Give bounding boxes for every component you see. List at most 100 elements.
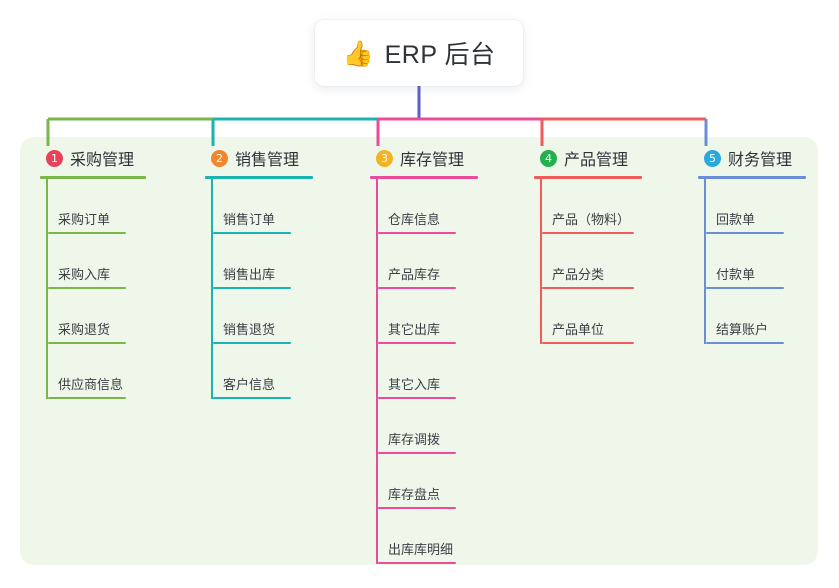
branch-header-4[interactable]: 4 产品管理 bbox=[534, 146, 684, 170]
leaf-label: 回款单 bbox=[716, 212, 756, 227]
leaf-label: 供应商信息 bbox=[58, 377, 124, 392]
leaf-label: 付款单 bbox=[716, 267, 756, 282]
branch-underline bbox=[205, 176, 313, 179]
leaf-node[interactable]: 回款单 bbox=[700, 179, 839, 234]
branch-2: 2 销售管理销售订单销售出库销售退货客户信息 bbox=[205, 146, 355, 399]
branch-4: 4 产品管理产品（物料） 产品分类产品单位 bbox=[534, 146, 684, 344]
branch-number-badge: 1 bbox=[46, 149, 63, 167]
leaf-label: 产品（物料） bbox=[552, 212, 631, 227]
leaf-label: 产品库存 bbox=[388, 267, 441, 282]
leaf-underline bbox=[378, 507, 456, 509]
branch-underline bbox=[370, 176, 478, 179]
leaf-node[interactable]: 产品（物料） bbox=[536, 179, 684, 234]
leaf-list: 产品（物料） 产品分类产品单位 bbox=[534, 179, 684, 344]
leaf-node[interactable]: 产品分类 bbox=[536, 234, 684, 289]
leaf-underline bbox=[48, 397, 126, 399]
leaf-underline bbox=[542, 287, 634, 289]
branch-underline bbox=[40, 176, 146, 179]
leaf-node[interactable]: 出库库明细 bbox=[372, 509, 520, 564]
branch-number-badge: 3 bbox=[376, 149, 393, 167]
leaf-underline bbox=[542, 342, 634, 344]
leaf-label: 库存盘点 bbox=[388, 487, 441, 502]
branch-1: 1 采购管理采购订单采购入库采购退货供应商信息 bbox=[40, 146, 190, 399]
leaf-node[interactable]: 销售退货 bbox=[207, 289, 355, 344]
leaf-node[interactable]: 产品单位 bbox=[536, 289, 684, 344]
root-node[interactable]: 👍 ERP 后台 bbox=[315, 20, 523, 86]
branch-number-badge: 2 bbox=[211, 149, 228, 167]
leaf-node[interactable]: 采购入库 bbox=[42, 234, 190, 289]
leaf-label: 销售订单 bbox=[223, 212, 276, 227]
leaf-label: 产品分类 bbox=[552, 267, 605, 282]
leaf-underline bbox=[706, 342, 784, 344]
leaf-node[interactable]: 产品库存 bbox=[372, 234, 520, 289]
leaf-label: 其它入库 bbox=[388, 377, 441, 392]
leaf-node[interactable]: 其它入库 bbox=[372, 344, 520, 399]
branch-header-5[interactable]: 5 财务管理 bbox=[698, 146, 839, 170]
leaf-label: 销售出库 bbox=[223, 267, 276, 282]
leaf-underline bbox=[48, 342, 126, 344]
leaf-label: 采购入库 bbox=[58, 267, 111, 282]
leaf-node[interactable]: 供应商信息 bbox=[42, 344, 190, 399]
leaf-underline bbox=[706, 287, 784, 289]
branch-spine bbox=[46, 179, 48, 399]
branch-header-3[interactable]: 3 库存管理 bbox=[370, 146, 520, 170]
leaf-label: 采购订单 bbox=[58, 212, 111, 227]
leaf-underline bbox=[378, 562, 456, 564]
leaf-underline bbox=[378, 342, 456, 344]
leaf-list: 仓库信息产品库存其它出库其它入库库存调拨库存盘点出库库明细 bbox=[370, 179, 520, 564]
leaf-underline bbox=[378, 232, 456, 234]
leaf-underline bbox=[378, 397, 456, 399]
thumbs-up-icon: 👍 bbox=[342, 38, 374, 68]
branch-number-badge: 5 bbox=[704, 149, 721, 167]
leaf-underline bbox=[542, 232, 634, 234]
leaf-node[interactable]: 采购退货 bbox=[42, 289, 190, 344]
leaf-underline bbox=[48, 287, 126, 289]
leaf-label: 其它出库 bbox=[388, 322, 441, 337]
leaf-node[interactable]: 销售出库 bbox=[207, 234, 355, 289]
leaf-node[interactable]: 结算账户 bbox=[700, 289, 839, 344]
leaf-label: 库存调拨 bbox=[388, 432, 441, 447]
leaf-underline bbox=[706, 232, 784, 234]
diagram-background-panel bbox=[20, 137, 818, 565]
root-node-label: ERP 后台 bbox=[384, 41, 496, 69]
leaf-label: 出库库明细 bbox=[388, 542, 454, 557]
branch-5: 5 财务管理回款单付款单结算账户 bbox=[698, 146, 839, 344]
leaf-node[interactable]: 库存调拨 bbox=[372, 399, 520, 454]
branch-title: 销售管理 bbox=[235, 152, 300, 169]
leaf-node[interactable]: 仓库信息 bbox=[372, 179, 520, 234]
branch-title: 财务管理 bbox=[728, 152, 793, 169]
leaf-node[interactable]: 库存盘点 bbox=[372, 454, 520, 509]
leaf-node[interactable]: 采购订单 bbox=[42, 179, 190, 234]
leaf-label: 结算账户 bbox=[716, 322, 769, 337]
branch-spine bbox=[704, 179, 706, 344]
branch-underline bbox=[534, 176, 642, 179]
leaf-label: 产品单位 bbox=[552, 322, 605, 337]
leaf-underline bbox=[378, 287, 456, 289]
branch-title: 采购管理 bbox=[70, 152, 135, 169]
branch-title: 产品管理 bbox=[564, 152, 629, 169]
branch-underline bbox=[698, 176, 806, 179]
branch-number-badge: 4 bbox=[540, 149, 557, 167]
leaf-list: 销售订单销售出库销售退货客户信息 bbox=[205, 179, 355, 399]
branch-3: 3 库存管理仓库信息产品库存其它出库其它入库库存调拨库存盘点出库库明细 bbox=[370, 146, 520, 564]
leaf-underline bbox=[213, 232, 291, 234]
leaf-underline bbox=[213, 342, 291, 344]
branch-spine bbox=[211, 179, 213, 399]
leaf-underline bbox=[213, 397, 291, 399]
leaf-list: 采购订单采购入库采购退货供应商信息 bbox=[40, 179, 190, 399]
leaf-node[interactable]: 客户信息 bbox=[207, 344, 355, 399]
leaf-underline bbox=[213, 287, 291, 289]
leaf-underline bbox=[48, 232, 126, 234]
branch-header-1[interactable]: 1 采购管理 bbox=[40, 146, 190, 170]
branch-spine bbox=[540, 179, 542, 344]
leaf-label: 销售退货 bbox=[223, 322, 276, 337]
leaf-label: 采购退货 bbox=[58, 322, 111, 337]
branch-spine bbox=[376, 179, 378, 564]
leaf-node[interactable]: 付款单 bbox=[700, 234, 839, 289]
leaf-node[interactable]: 销售订单 bbox=[207, 179, 355, 234]
leaf-label: 客户信息 bbox=[223, 377, 276, 392]
branch-title: 库存管理 bbox=[400, 152, 465, 169]
leaf-node[interactable]: 其它出库 bbox=[372, 289, 520, 344]
branch-header-2[interactable]: 2 销售管理 bbox=[205, 146, 355, 170]
